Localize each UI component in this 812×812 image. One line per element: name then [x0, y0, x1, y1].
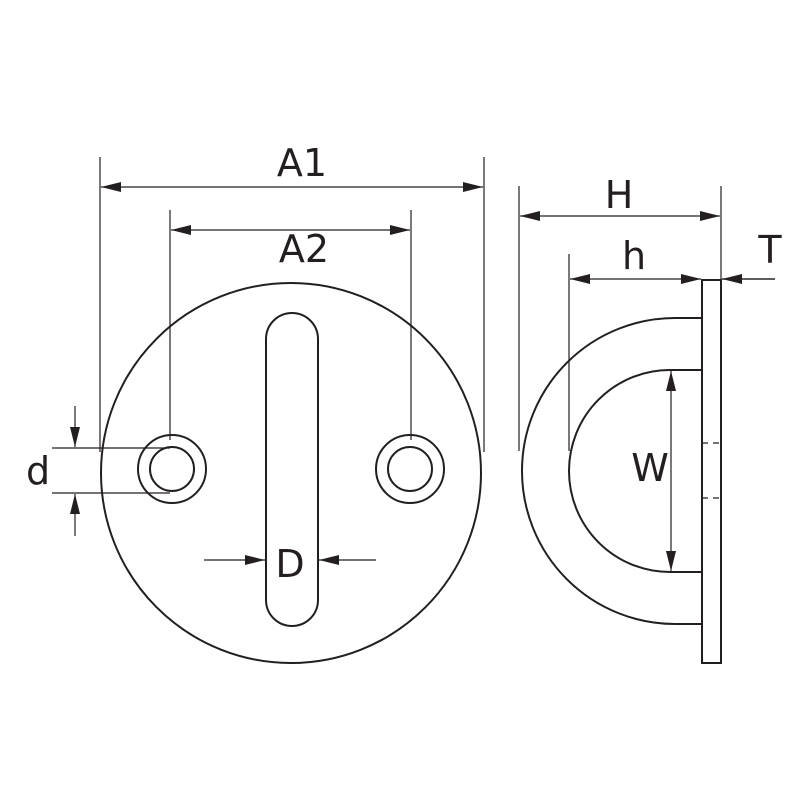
right-mounting-hole	[375, 434, 445, 504]
label-d-large: D	[275, 542, 304, 586]
label-d-small: d	[26, 449, 50, 493]
base-plate-outline	[100, 282, 482, 664]
dimension-a1: A1	[99, 141, 485, 452]
eye-loop-inner	[568, 369, 702, 573]
dimension-h-large: H	[518, 173, 722, 451]
label-h-small: h	[622, 234, 646, 278]
dimension-h-small: h	[568, 234, 701, 451]
left-mounting-hole	[137, 434, 207, 504]
label-a1: A1	[277, 141, 327, 185]
dimension-d-small: d	[26, 406, 170, 536]
side-view	[521, 279, 722, 664]
dimension-w: W	[631, 371, 676, 571]
center-slot	[265, 312, 319, 627]
dimension-a2: A2	[169, 210, 412, 440]
label-w: W	[631, 446, 669, 490]
front-view	[100, 282, 482, 664]
label-h-large: H	[605, 173, 634, 217]
label-a2: A2	[279, 227, 329, 271]
side-plate	[701, 279, 722, 664]
dimension-t: T	[722, 228, 782, 284]
label-t: T	[757, 228, 782, 272]
dimension-d-large: D	[204, 542, 376, 586]
eye-loop-outer	[521, 317, 702, 625]
